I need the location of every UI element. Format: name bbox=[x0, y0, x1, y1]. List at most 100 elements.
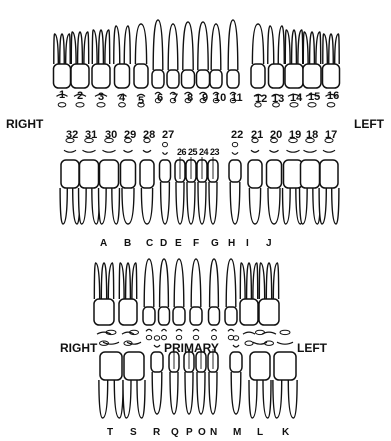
permanent-lower-tooth bbox=[140, 138, 154, 224]
primary-lower-tooth bbox=[99, 330, 123, 418]
tooth-root bbox=[84, 32, 89, 64]
tooth-root bbox=[168, 24, 178, 70]
permanent-lower-tooth bbox=[99, 138, 120, 224]
tooth-root bbox=[226, 259, 236, 307]
tooth-cusp-line bbox=[176, 329, 182, 331]
tooth-letter-c: C bbox=[146, 239, 153, 249]
tooth-root bbox=[101, 263, 106, 299]
tooth-fissure bbox=[256, 330, 265, 334]
tooth-root bbox=[79, 188, 87, 224]
tooth-cusp-line bbox=[304, 150, 317, 152]
permanent-lower-tooth bbox=[300, 138, 321, 224]
tooth-letter-h: H bbox=[228, 239, 235, 249]
tooth-number-21: 21 bbox=[251, 130, 263, 141]
tooth-root bbox=[228, 20, 238, 70]
tooth-number-12: 12 bbox=[255, 94, 267, 105]
permanent-upper-tooth bbox=[152, 20, 164, 103]
tooth-crown bbox=[121, 160, 136, 188]
tooth-root bbox=[273, 380, 282, 418]
tooth-fissure bbox=[97, 103, 105, 107]
tooth-number-28: 28 bbox=[143, 130, 155, 141]
tooth-crown bbox=[259, 299, 279, 325]
tooth-cusp-line bbox=[212, 329, 217, 331]
tooth-crown bbox=[92, 64, 110, 88]
tooth-fissure bbox=[245, 341, 253, 345]
tooth-root bbox=[323, 34, 328, 64]
tooth-number-27: 27 bbox=[162, 130, 174, 141]
permanent-lower-tooth bbox=[319, 138, 339, 224]
tooth-cusp-line bbox=[277, 342, 293, 344]
primary-upper-tooth bbox=[225, 259, 237, 340]
permanent-lower-tooth bbox=[121, 138, 136, 224]
primary-upper-tooth bbox=[119, 263, 137, 345]
tooth-crown bbox=[190, 307, 202, 325]
tooth-cusp-line bbox=[162, 329, 167, 331]
tooth-root bbox=[135, 24, 146, 64]
tooth-root bbox=[174, 259, 184, 307]
left-side-label: LEFT bbox=[354, 118, 384, 130]
tooth-letter-r: R bbox=[153, 428, 160, 438]
tooth-crown bbox=[159, 307, 170, 325]
tooth-root bbox=[126, 263, 131, 299]
tooth-root bbox=[161, 182, 170, 224]
tooth-root bbox=[240, 263, 245, 299]
tooth-number-25: 25 bbox=[188, 148, 197, 157]
tooth-crown bbox=[134, 64, 148, 88]
tooth-number-32: 32 bbox=[66, 130, 78, 141]
tooth-crown bbox=[320, 160, 338, 188]
tooth-root bbox=[183, 22, 193, 70]
primary-upper-tooth bbox=[209, 259, 220, 340]
tooth-root bbox=[231, 372, 241, 414]
tooth-crown bbox=[94, 299, 114, 325]
tooth-root bbox=[319, 188, 326, 224]
tooth-root bbox=[114, 380, 123, 418]
primary-lower-tooth bbox=[273, 330, 297, 418]
permanent-lower-tooth bbox=[267, 138, 282, 224]
tooth-root bbox=[247, 263, 252, 299]
primary-upper-tooth bbox=[259, 263, 279, 345]
tooth-root bbox=[253, 263, 258, 299]
tooth-root bbox=[112, 188, 120, 224]
tooth-root bbox=[329, 34, 334, 64]
right-side-label: RIGHT bbox=[6, 118, 43, 130]
permanent-upper-tooth bbox=[210, 24, 222, 103]
primary-upper-arch bbox=[94, 259, 279, 345]
tooth-root bbox=[114, 26, 120, 64]
primary-lower-tooth bbox=[249, 330, 271, 418]
tooth-letter-f: F bbox=[193, 239, 199, 249]
tooth-cusp-line bbox=[103, 342, 119, 344]
tooth-root bbox=[303, 32, 308, 64]
tooth-crown bbox=[119, 299, 137, 325]
primary-lower-tooth bbox=[196, 349, 206, 414]
tooth-letter-q: Q bbox=[171, 428, 179, 438]
tooth-root bbox=[285, 30, 290, 64]
tooth-root bbox=[273, 263, 278, 299]
tooth-root bbox=[123, 380, 131, 418]
tooth-crown bbox=[227, 70, 239, 88]
tooth-root bbox=[119, 263, 124, 299]
permanent-lower-tooth bbox=[248, 138, 262, 224]
tooth-letter-s: S bbox=[130, 428, 137, 438]
tooth-crown bbox=[167, 70, 179, 88]
tooth-fissure bbox=[280, 330, 290, 334]
tooth-crown bbox=[240, 299, 258, 325]
tooth-letter-k: K bbox=[282, 428, 289, 438]
tooth-crown bbox=[54, 64, 71, 88]
tooth-letter-o: O bbox=[198, 428, 206, 438]
tooth-number-29: 29 bbox=[124, 130, 136, 141]
primary-upper-tooth bbox=[190, 259, 202, 340]
tooth-letter-a: A bbox=[100, 239, 107, 249]
tooth-fissure bbox=[154, 336, 159, 340]
tooth-crown bbox=[230, 352, 242, 372]
tooth-crown bbox=[61, 160, 79, 188]
tooth-root bbox=[230, 182, 240, 224]
tooth-crown bbox=[250, 352, 270, 380]
tooth-number-10: 10 bbox=[214, 93, 226, 104]
tooth-root bbox=[92, 30, 97, 64]
primary-upper-tooth bbox=[159, 259, 170, 340]
tooth-cusp-line bbox=[323, 150, 335, 152]
tooth-crown bbox=[269, 64, 284, 88]
tooth-fissure bbox=[327, 103, 335, 107]
tooth-root bbox=[170, 372, 178, 414]
